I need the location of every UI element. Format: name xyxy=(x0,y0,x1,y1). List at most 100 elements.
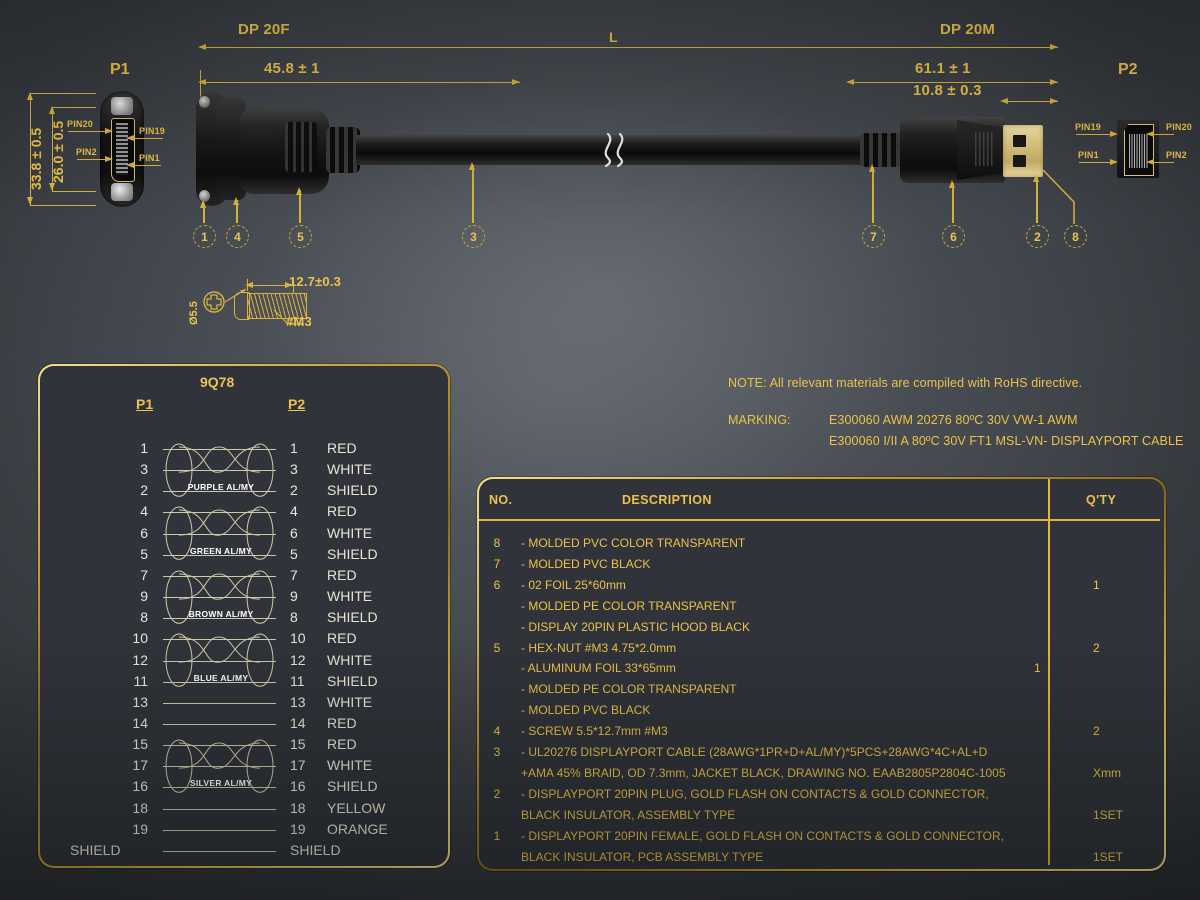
wiring-row-p2-pin: SHIELD xyxy=(290,841,341,858)
wiring-row-color: WHITE xyxy=(327,588,373,605)
wiring-row-line xyxy=(163,702,276,704)
screw-dim-tick-right xyxy=(293,279,294,293)
plug-dim-arrow-left xyxy=(1000,97,1008,104)
p2-port-contacts xyxy=(1129,134,1148,168)
wiring-row-line xyxy=(163,808,276,810)
female-flange-hole-bl xyxy=(199,190,210,202)
bom-header-no: NO. xyxy=(489,493,513,507)
marking-label: MARKING: xyxy=(728,413,791,427)
p1-pin1-arrow xyxy=(126,161,134,168)
p1-port-contacts xyxy=(116,123,128,175)
screw-detail-head xyxy=(202,290,226,314)
p1-pin2-leader xyxy=(77,159,111,160)
bom-row-number: 4 xyxy=(493,724,501,739)
bom-row-description: - 02 FOIL 25*60mm xyxy=(521,577,626,592)
bom-row-description: - MOLDED PVC BLACK xyxy=(521,556,651,571)
wiring-row-p2-pin: 7 xyxy=(290,566,298,583)
wiring-row-p2-pin: 2 xyxy=(290,482,298,499)
wiring-row-line xyxy=(163,766,276,768)
wiring-row-p1-pin: 14 xyxy=(132,714,148,731)
wiring-row-p2-pin: 18 xyxy=(290,799,306,816)
wiring-row-p2-pin: 1 xyxy=(290,440,298,456)
callout-1: 1 xyxy=(193,225,216,248)
female-strain-relief xyxy=(326,127,360,173)
bom-column-divider xyxy=(1048,479,1050,865)
bom-header-description: DESCRIPTION xyxy=(622,493,712,507)
bom-row-qty: 1 xyxy=(1034,661,1041,676)
label-p1: P1 xyxy=(110,61,130,78)
callout-5-leader xyxy=(299,190,301,223)
wiring-row-p2-pin: 8 xyxy=(290,609,298,626)
wiring-row-p2-pin: 16 xyxy=(290,778,306,795)
left-dim-arrow-right xyxy=(512,78,520,85)
callout-7-leader xyxy=(872,167,874,223)
wiring-row-color: ORANGE xyxy=(327,820,388,837)
wiring-row-line xyxy=(163,723,276,725)
p1-pin2-arrow xyxy=(105,155,113,162)
screw-detail-thread xyxy=(247,293,307,319)
callout-5-arrow xyxy=(295,187,302,195)
wiring-row-line xyxy=(163,681,276,683)
p1-outer-dim-arrow-top xyxy=(26,92,33,100)
female-flange-hole-tl xyxy=(199,96,210,108)
bom-row-description: - HEX-NUT #M3 4.75*2.0mm xyxy=(521,640,677,655)
p2-pin20-leader xyxy=(1152,134,1174,135)
left-dim-tick-start xyxy=(200,70,201,102)
bom-row-number: 8 xyxy=(493,536,501,550)
p1-pin2-label: PIN2 xyxy=(76,147,97,157)
dim-right-length: 61.1 ± 1 xyxy=(915,60,971,77)
p1-screw-top xyxy=(111,97,133,115)
wiring-row-line xyxy=(163,449,276,450)
left-dim-arrow-left xyxy=(198,78,206,85)
wiring-p2-header: P2 xyxy=(288,396,306,412)
wiring-row-p1-pin: 1 xyxy=(140,440,148,456)
p2-pin2-leader xyxy=(1152,162,1174,163)
screw-thread-label: #M3 xyxy=(286,314,312,329)
twisted-pair-graphic xyxy=(163,569,276,625)
wiring-row-color: WHITE xyxy=(327,461,373,478)
wiring-row-p1-pin: 6 xyxy=(140,524,148,541)
p1-pin1-label: PIN1 xyxy=(139,153,160,163)
wiring-row-color: RED xyxy=(327,503,357,520)
wiring-row-p1-pin: 8 xyxy=(140,609,148,626)
callout-2-leader xyxy=(1036,177,1038,223)
bom-row-description: - DISPLAY 20PIN PLASTIC HOOD BLACK xyxy=(521,619,750,634)
screw-length-dim-line xyxy=(247,285,293,286)
callout-5: 5 xyxy=(289,225,312,248)
cable-jacket xyxy=(356,135,896,165)
bom-row-number: 1 xyxy=(493,828,501,843)
wiring-row-p1-pin: 13 xyxy=(132,693,148,710)
callout-4-leader xyxy=(236,200,238,223)
overall-dimension-line xyxy=(200,47,1058,48)
male-contact-slot-lower xyxy=(1013,155,1026,167)
label-overall-length: L xyxy=(609,29,618,45)
male-hood-ribs xyxy=(975,132,993,166)
bom-row-number: 3 xyxy=(493,745,501,759)
p1-pin20-arrow xyxy=(105,127,113,134)
twisted-pair-graphic xyxy=(163,505,276,561)
p1-inner-height-dim xyxy=(52,107,53,191)
callout-8: 8 xyxy=(1064,225,1087,248)
twisted-pair-graphic xyxy=(163,442,276,498)
wiring-row-p1-pin: 4 xyxy=(140,503,148,520)
wiring-row-p1-pin: 7 xyxy=(140,566,148,583)
callout-3: 3 xyxy=(462,225,485,248)
p2-pin2-arrow xyxy=(1146,158,1154,165)
wiring-row-p2-pin: 6 xyxy=(290,524,298,541)
wiring-row-p2-pin: 13 xyxy=(290,693,306,710)
screw-dim-tick-left xyxy=(247,279,248,291)
screw-thread-leader xyxy=(272,308,306,328)
callout-1-leader xyxy=(203,203,205,223)
bom-row-qty: Xmm xyxy=(1093,765,1121,780)
wiring-row-p1-pin: 18 xyxy=(132,799,148,816)
dim-p1-inner-height: 26.0 ± 0.5 xyxy=(50,120,66,183)
p2-pin20-arrow xyxy=(1146,130,1154,137)
p2-pin1-leader xyxy=(1079,162,1116,163)
male-contact-slot-upper xyxy=(1013,135,1026,147)
p1-screw-bottom xyxy=(111,183,133,201)
label-p2: P2 xyxy=(1118,61,1138,78)
wiring-row-p1-pin: 5 xyxy=(140,545,148,562)
callout-7: 7 xyxy=(862,225,885,248)
twisted-pair-label: GREEN AL/MY xyxy=(189,545,252,556)
